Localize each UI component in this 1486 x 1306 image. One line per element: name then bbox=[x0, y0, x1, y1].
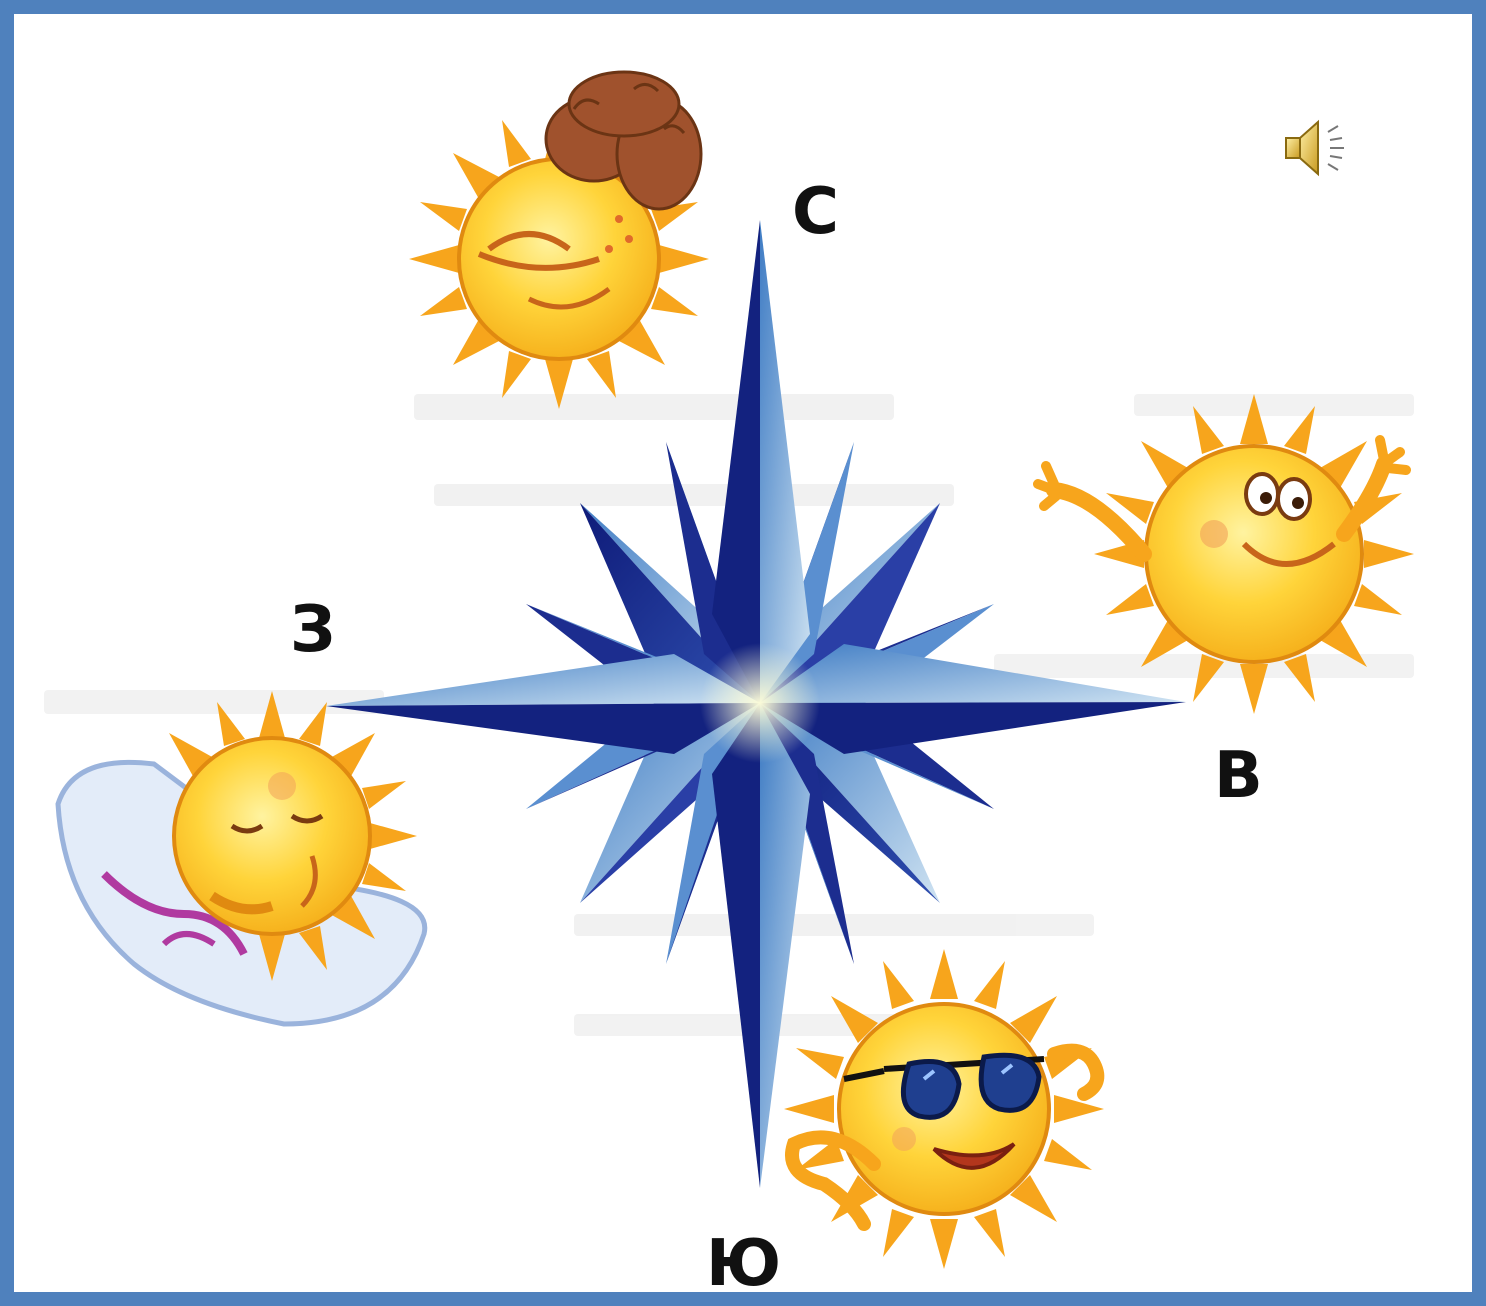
scene-canvas bbox=[14, 14, 1486, 1306]
sleeping-sun-on-pillow-icon bbox=[58, 691, 425, 1024]
direction-label-east: В bbox=[1214, 744, 1263, 808]
direction-label-west: З bbox=[290, 598, 335, 662]
compass-rose-icon bbox=[326, 220, 1186, 1188]
direction-label-south: Ю bbox=[706, 1232, 781, 1296]
speaker-icon bbox=[1276, 116, 1352, 180]
speaker-button[interactable] bbox=[1276, 116, 1352, 180]
sun-with-sunglasses-icon bbox=[784, 949, 1104, 1269]
sun-with-fur-hat-icon bbox=[409, 72, 709, 409]
direction-label-north: С bbox=[792, 180, 839, 244]
